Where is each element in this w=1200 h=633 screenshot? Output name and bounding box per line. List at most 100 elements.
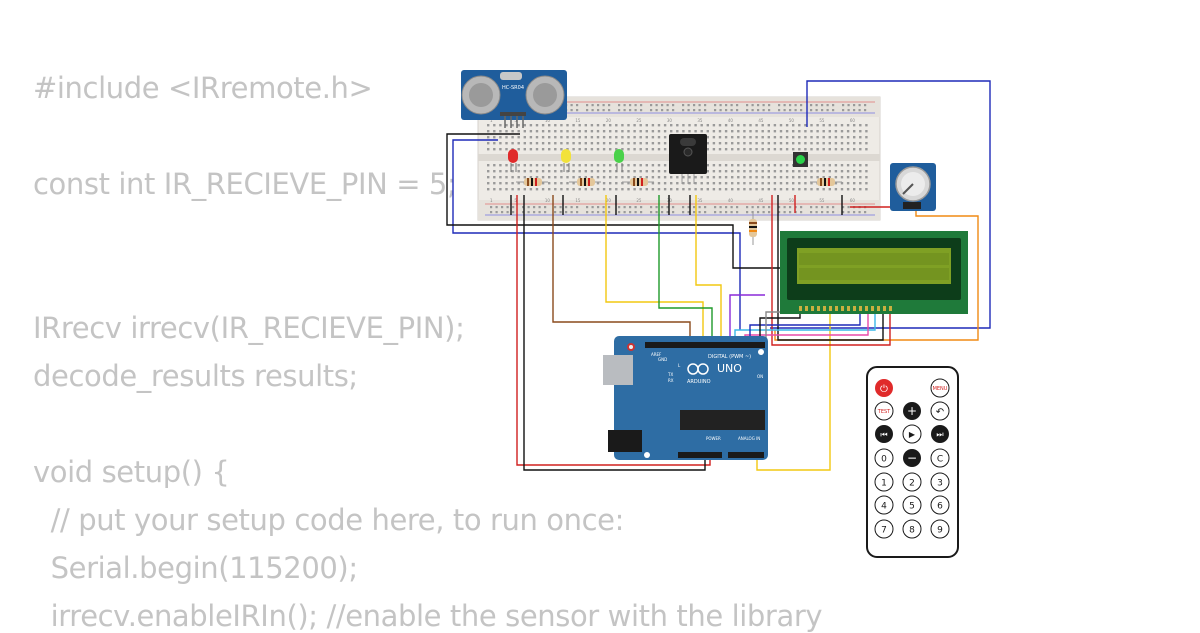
arduino-brand: ARDUINO xyxy=(687,379,711,385)
svg-text:−: − xyxy=(907,451,917,465)
remote-minus-button[interactable]: − xyxy=(903,449,921,467)
breadboard-col-number: 15 xyxy=(575,118,581,123)
remote-test-button[interactable]: TEST xyxy=(874,401,894,421)
code-line-irrecv: IRrecv irrecv(IR_RECIEVE_PIN); xyxy=(33,311,465,345)
aref-label: AREF xyxy=(651,352,662,357)
code-line-enable-irin: irrecv.enableIRIn(); //enable the sensor… xyxy=(33,599,823,633)
tx-label: TX xyxy=(667,372,673,377)
remote-key-6[interactable]: 6 xyxy=(930,495,950,515)
remote-plus-button[interactable]: + xyxy=(903,402,921,420)
remote-next-button[interactable]: ⏭ xyxy=(931,425,949,443)
analog-header xyxy=(728,452,764,458)
remote-key-label: 8 xyxy=(909,526,915,536)
power-header xyxy=(678,452,722,458)
ir-receiver[interactable] xyxy=(669,134,707,184)
lcd-pin xyxy=(829,306,832,311)
breadboard-col-number: 25 xyxy=(636,198,642,203)
atmega-chip xyxy=(680,410,765,430)
breadboard-col-number: 55 xyxy=(819,118,825,123)
remote-key-7[interactable]: 7 xyxy=(874,519,894,539)
remote-key-3[interactable]: 3 xyxy=(930,472,950,492)
breadboard-col-number: 35 xyxy=(697,118,703,123)
remote-key-label: C xyxy=(937,455,943,465)
breadboard-col-number: 20 xyxy=(606,198,612,203)
on-label: ON xyxy=(757,374,763,379)
remote-key-2[interactable]: 2 xyxy=(902,472,922,492)
breadboard-col-number: 45 xyxy=(758,118,764,123)
breadboard-col-number: 60 xyxy=(850,198,856,203)
remote-back-button[interactable]: ↶ xyxy=(930,401,950,421)
wire-black-left xyxy=(446,133,785,269)
lcd-pin xyxy=(883,306,886,311)
remote-key-4[interactable]: 4 xyxy=(874,495,894,515)
wire-blue-top xyxy=(770,80,991,329)
breadboard-col-number: 1 xyxy=(490,198,493,203)
remote-key-label: 0 xyxy=(881,455,887,465)
lcd-pin xyxy=(865,306,868,311)
remote-key-8[interactable]: 8 xyxy=(902,519,922,539)
arduino-logo xyxy=(687,363,709,375)
remote-key-label: 5 xyxy=(909,502,915,512)
wire-yellow-2 xyxy=(695,195,722,342)
remote-play-button[interactable]: ▶ xyxy=(902,424,922,444)
breadboard-holes-bottom xyxy=(487,164,868,191)
remote-key-label: 6 xyxy=(937,502,943,512)
resistor-4[interactable] xyxy=(810,178,842,186)
code-line-comment: // put your setup code here, to run once… xyxy=(33,503,625,537)
code-line-const: const int IR_RECIEVE_PIN = 5; xyxy=(33,167,457,201)
wire-black-lcd xyxy=(777,195,884,341)
remote-key-9[interactable]: 9 xyxy=(930,519,950,539)
wire-blue-lcd xyxy=(749,305,861,342)
gnd-label: GND xyxy=(658,357,667,362)
breadboard-holes-top xyxy=(487,124,868,151)
remote-menu-button[interactable]: MENU xyxy=(930,378,950,398)
breadboard-col-number: 15 xyxy=(575,198,581,203)
remote-key-0[interactable]: 0 xyxy=(874,448,894,468)
breadboard-col-number: 10 xyxy=(545,198,551,203)
breadboard-col-number: 50 xyxy=(789,198,795,203)
lcd-pin xyxy=(847,306,850,311)
potentiometer[interactable] xyxy=(890,163,936,211)
ultrasonic-sensor[interactable]: HC-SR04 xyxy=(461,70,567,128)
rx-label: RX xyxy=(668,378,674,383)
lcd-pin xyxy=(805,306,808,311)
resistor-3[interactable] xyxy=(622,178,654,186)
wire-purple xyxy=(729,294,765,342)
code-line-include: #include <IRremote.h> xyxy=(33,71,373,105)
remote-key-1[interactable]: 1 xyxy=(874,472,894,492)
led-red[interactable] xyxy=(508,149,518,172)
lcd-pin xyxy=(877,306,880,311)
power-label: POWER xyxy=(706,436,721,441)
resistor-2[interactable] xyxy=(569,178,601,186)
led-green[interactable] xyxy=(614,149,624,172)
svg-text:TEST: TEST xyxy=(877,409,891,415)
breadboard-col-number: 60 xyxy=(850,118,856,123)
remote-key-5[interactable]: 5 xyxy=(902,495,922,515)
power-jack xyxy=(608,430,642,452)
push-button[interactable] xyxy=(793,152,808,167)
svg-text:MENU: MENU xyxy=(933,386,948,392)
remote-prev-button[interactable]: ⏮ xyxy=(875,425,893,443)
remote-key-label: 7 xyxy=(881,526,887,536)
code-line-serial-begin: Serial.begin(115200); xyxy=(33,551,358,585)
breadboard-col-number: 1 xyxy=(490,118,493,123)
resistor-vertical[interactable] xyxy=(749,212,757,245)
wire-green xyxy=(658,195,713,342)
lcd-pin xyxy=(859,306,862,311)
remote-key-C[interactable]: C xyxy=(930,448,950,468)
breadboard-col-number: 45 xyxy=(758,198,764,203)
ir-remote[interactable]: ⏻ MENU TEST + ↶ ⏮ ▶ ⏭ xyxy=(866,366,959,558)
remote-power-button[interactable]: ⏻ xyxy=(875,379,893,397)
led-yellow[interactable] xyxy=(561,149,571,172)
breadboard-col-number: 25 xyxy=(636,118,642,123)
lcd-display[interactable] xyxy=(780,231,968,314)
remote-key-label: 3 xyxy=(937,479,943,489)
remote-key-label: 9 xyxy=(937,526,943,536)
resistor-1[interactable] xyxy=(516,178,548,186)
arduino-uno[interactable]: DIGITAL (PWM ~) UNO ARDUINO ON TX RX L P… xyxy=(603,336,768,460)
breadboard-col-number: 30 xyxy=(667,118,673,123)
lcd-pin xyxy=(817,306,820,311)
lcd-pin xyxy=(841,306,844,311)
